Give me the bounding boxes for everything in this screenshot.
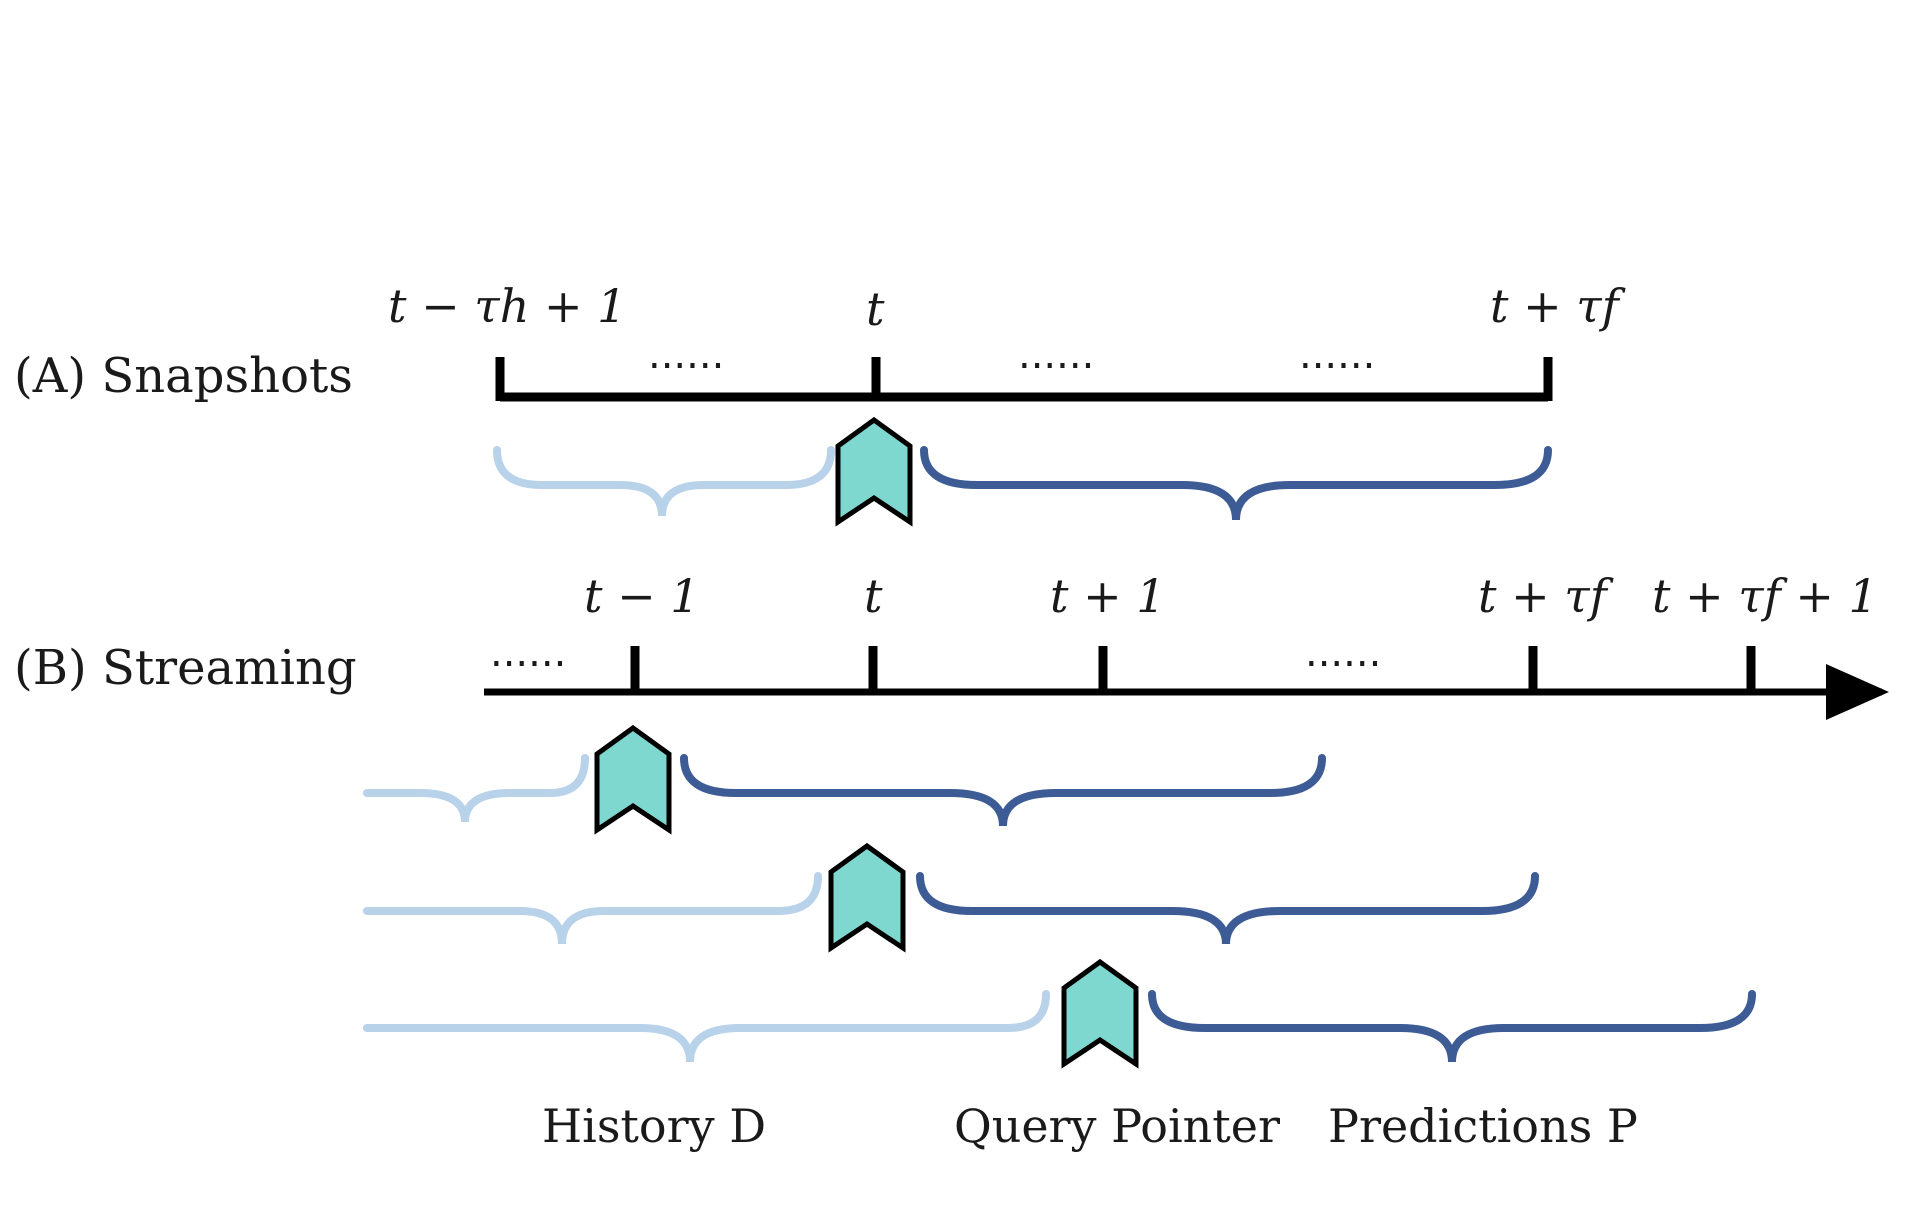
streaming-ellipsis-1: ...... (490, 630, 566, 676)
snapshots-tick-label-start: t − τh + 1 (388, 279, 626, 333)
snapshots-tick-label-t: t (866, 282, 885, 336)
streaming-tick-label-t-minus-1: t − 1 (584, 569, 700, 623)
snapshots-ellipsis-2: ...... (1018, 332, 1094, 378)
snapshots-ellipsis-3: ...... (1299, 332, 1375, 378)
snapshots-tick-label-end: t + τf (1490, 279, 1626, 333)
stream-1-history-brace (363, 754, 589, 823)
snapshots-history-brace (493, 446, 835, 517)
streaming-row-label: (B) Streaming (14, 640, 357, 696)
streaming-tick-label-t-plus-1: t + 1 (1050, 569, 1166, 623)
snapshots-query-pointer-icon (835, 416, 913, 527)
streaming-tick-label-t: t (864, 569, 883, 623)
legend-query-pointer-label: Query Pointer (954, 1099, 1280, 1153)
stream-1-prediction-brace (680, 754, 1326, 827)
stream-2-prediction-brace (916, 872, 1539, 945)
stream-3-history-brace (363, 990, 1050, 1063)
stream-2-query-pointer-icon (828, 842, 906, 953)
streaming-ellipsis-2: ...... (1305, 630, 1381, 676)
stream-2-history-brace (363, 872, 822, 945)
snapshots-axis (495, 357, 1553, 402)
streaming-tick-label-t-plus-tf: t + τf (1478, 569, 1614, 623)
stream-1-query-pointer-icon (594, 724, 672, 835)
legend-predictions-label: Predictions P (1328, 1099, 1638, 1153)
streaming-axis (484, 646, 1889, 720)
snapshots-row-label: (A) Snapshots (14, 348, 353, 404)
stream-3-query-pointer-icon (1061, 958, 1139, 1069)
snapshots-prediction-brace (920, 446, 1552, 521)
streaming-tick-label-t-plus-tf-plus-1: t + τf + 1 (1652, 569, 1878, 623)
legend-history-label: History D (542, 1099, 766, 1153)
snapshots-ellipsis-1: ...... (648, 332, 724, 378)
stream-3-prediction-brace (1148, 990, 1756, 1063)
